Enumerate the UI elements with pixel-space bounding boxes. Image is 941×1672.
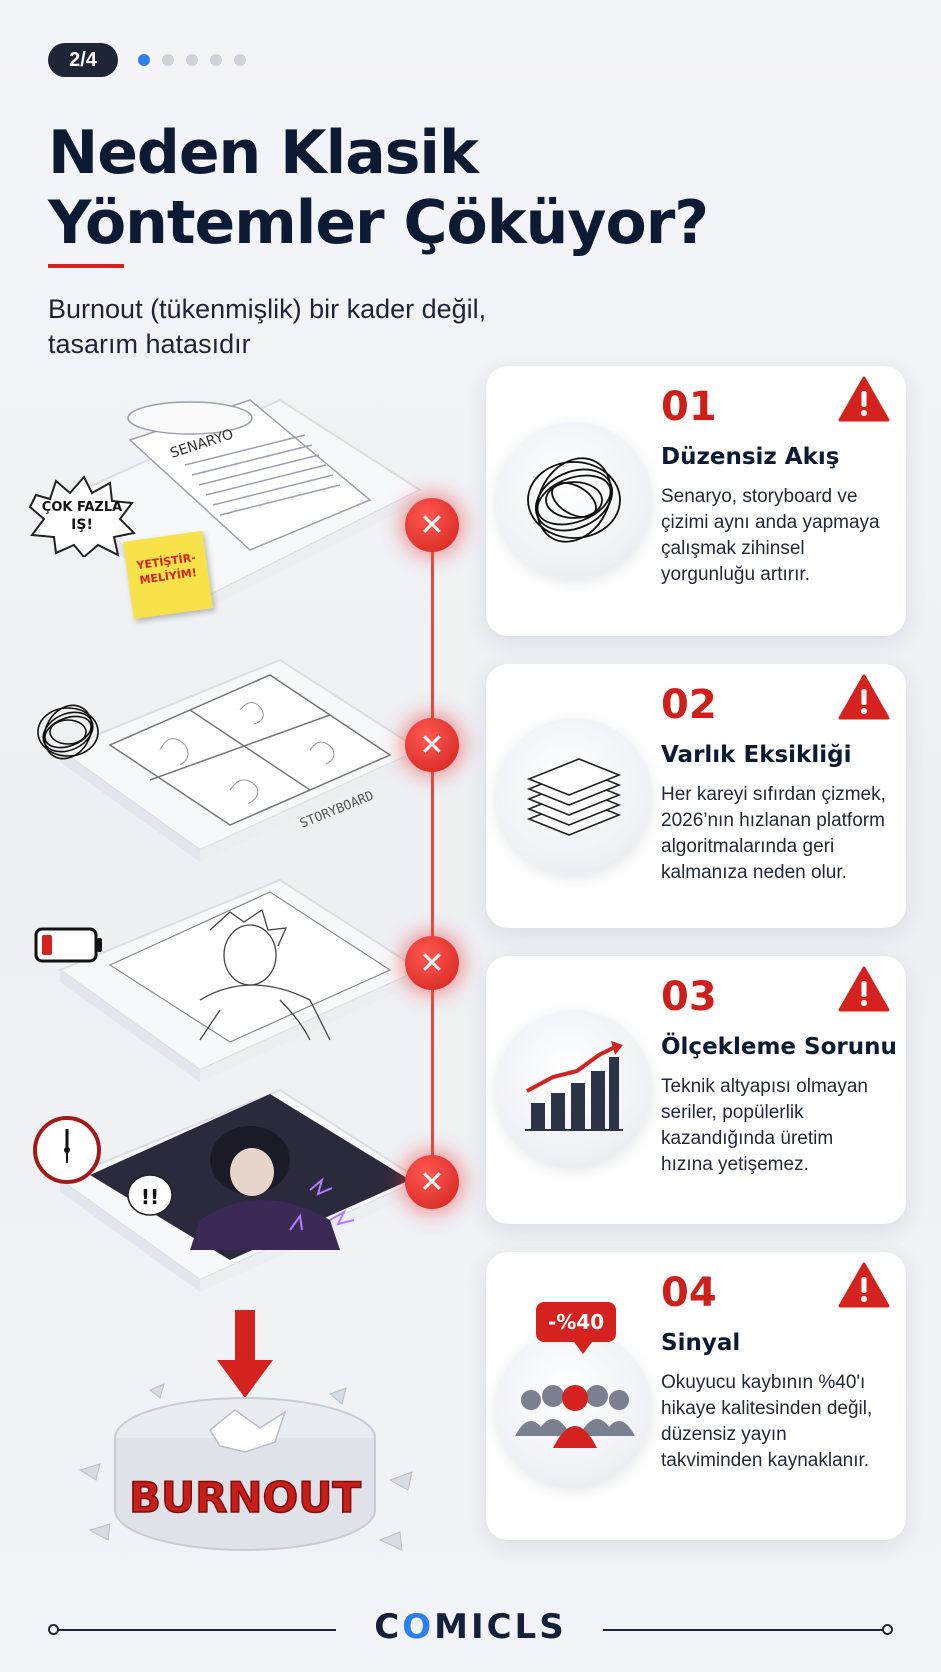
speech-burst-icon: ÇOK FAZLA IŞ!	[28, 475, 136, 557]
burnout-label: BURNOUT	[129, 1473, 361, 1522]
loss-badge-tail	[574, 1342, 592, 1354]
card-title: Varlık Eksikliği	[661, 742, 852, 768]
burnout-base: BURNOUT	[78, 1383, 413, 1551]
bar-chart-icon	[496, 1010, 652, 1166]
fail-x-icon-2: ✕	[405, 718, 459, 772]
warning-icon	[838, 1262, 890, 1308]
pager-dot-4[interactable]	[210, 54, 222, 66]
loss-badge: -%40	[536, 1302, 617, 1342]
card-04: 04 -%40 Sinyal Okuyucu kaybının %40'ı	[486, 1252, 906, 1540]
low-battery-icon	[34, 927, 102, 963]
speech-burst-line-2: IŞ!	[71, 517, 93, 533]
page-subtitle-line-2: tasarım hatasıdır	[48, 329, 251, 359]
card-title: Ölçekleme Sorunu	[661, 1034, 897, 1060]
card-number: 04	[661, 1270, 717, 1316]
card-number: 03	[661, 974, 717, 1020]
footer-dot-right	[882, 1624, 893, 1635]
footer-line-left	[58, 1629, 336, 1631]
layers-icon	[496, 718, 652, 874]
brand-logo-c: C	[374, 1607, 403, 1647]
page-title-line-2: Yöntemler Çöküyor?	[48, 188, 709, 258]
warning-icon	[838, 376, 890, 422]
card-title: Sinyal	[661, 1330, 741, 1356]
pager-dots	[138, 54, 246, 66]
failure-connector-line	[431, 525, 434, 1185]
page-subtitle-line-1: Burnout (tükenmişlik) bir kader değil,	[48, 294, 487, 324]
footer-line-right	[603, 1629, 883, 1631]
footer: COMICLS	[48, 1607, 893, 1647]
pager-dot-5[interactable]	[234, 54, 246, 66]
card-text: Senaryo, storyboard ve çizimi aynı anda …	[661, 486, 880, 585]
card-text: Her kareyi sıfırdan çizmek, 2026’nın hız…	[661, 784, 886, 883]
title-underline	[48, 264, 124, 268]
page-title: Neden Klasik Yöntemler Çöküyor?	[48, 118, 868, 258]
card-02: 02 Varlık Eksikliği Her kareyi sıfırdan …	[486, 664, 906, 928]
card-text: Okuyucu kaybının %40'ı hikaye kalitesind…	[661, 1372, 873, 1471]
audience-icon	[496, 1330, 652, 1486]
storyboard-slab: STORYBOARD	[40, 650, 440, 880]
down-arrow-icon	[217, 1310, 273, 1398]
page-subtitle: Burnout (tükenmişlik) bir kader değil, t…	[48, 292, 568, 362]
pager-dot-3[interactable]	[186, 54, 198, 66]
brand-logo[interactable]: COMICLS	[48, 1607, 893, 1647]
pager-dot-2[interactable]	[162, 54, 174, 66]
pager: 2/4	[48, 43, 246, 77]
brand-logo-o: O	[402, 1607, 435, 1647]
card-title: Düzensiz Akış	[661, 444, 840, 470]
pager-dot-1[interactable]	[138, 54, 150, 66]
page-title-line-1: Neden Klasik	[48, 118, 479, 188]
fail-x-icon-1: ✕	[405, 498, 459, 552]
exclaim-bubble-text: !!	[141, 1185, 159, 1209]
tangled-scribble-icon	[37, 704, 99, 760]
speech-burst-line-1: ÇOK FAZLA	[42, 500, 122, 515]
scribble-icon	[496, 422, 652, 578]
warning-icon	[838, 674, 890, 720]
fail-x-icon-3: ✕	[405, 936, 459, 990]
card-number: 01	[661, 384, 717, 430]
card-text: Teknik altyapısı olmayan seriler, popüle…	[661, 1076, 868, 1175]
sticky-note: YETİŞTİR- MELİYİM!	[122, 530, 214, 620]
warning-icon	[838, 966, 890, 1012]
fail-x-icon-4: ✕	[405, 1155, 459, 1209]
brand-logo-rest: MICLS	[434, 1607, 567, 1647]
card-03: 03 Ölçekleme Sorunu Teknik altyapısı	[486, 956, 906, 1224]
card-number: 02	[661, 682, 717, 728]
page-indicator-badge: 2/4	[48, 43, 118, 77]
lineart-slab	[40, 870, 440, 1100]
colored-art-slab: !!	[40, 1080, 440, 1320]
card-01: 01 Düzensiz Akış Senaryo, storyboard ve …	[486, 366, 906, 636]
clock-icon	[33, 1116, 101, 1184]
